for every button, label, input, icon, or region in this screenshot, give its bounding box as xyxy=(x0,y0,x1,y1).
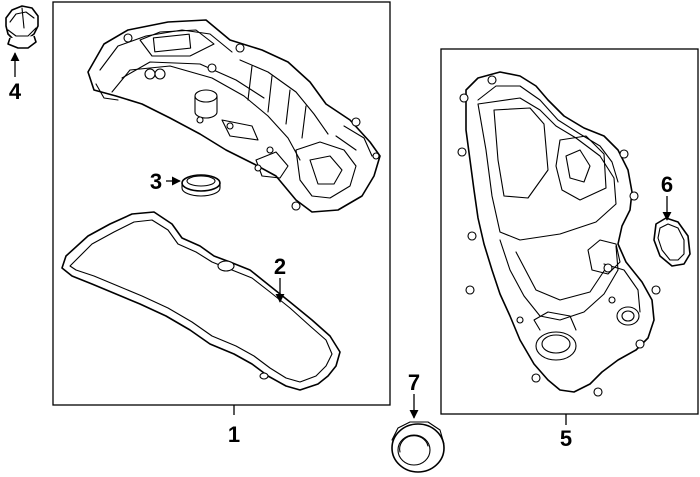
callout-1: 1 xyxy=(228,422,240,447)
valve-cover-gasket-part[interactable] xyxy=(61,211,341,391)
group-box-valve-cover xyxy=(52,1,391,406)
callout-3: 3 xyxy=(150,169,162,194)
timing-cover-part[interactable] xyxy=(457,71,661,397)
crankshaft-seal-part[interactable] xyxy=(391,421,445,473)
group-box-timing-cover xyxy=(440,48,699,415)
valve-cover-part[interactable] xyxy=(87,19,381,213)
callout-5: 5 xyxy=(560,426,572,451)
callout-6: 6 xyxy=(661,172,673,197)
cover-seal-part[interactable] xyxy=(653,217,691,267)
callout-4: 4 xyxy=(9,79,22,104)
callout-2: 2 xyxy=(274,254,286,279)
seal-ring-part[interactable] xyxy=(181,174,221,197)
oil-filler-cap-part[interactable] xyxy=(5,5,39,49)
callout-7: 7 xyxy=(408,370,420,395)
